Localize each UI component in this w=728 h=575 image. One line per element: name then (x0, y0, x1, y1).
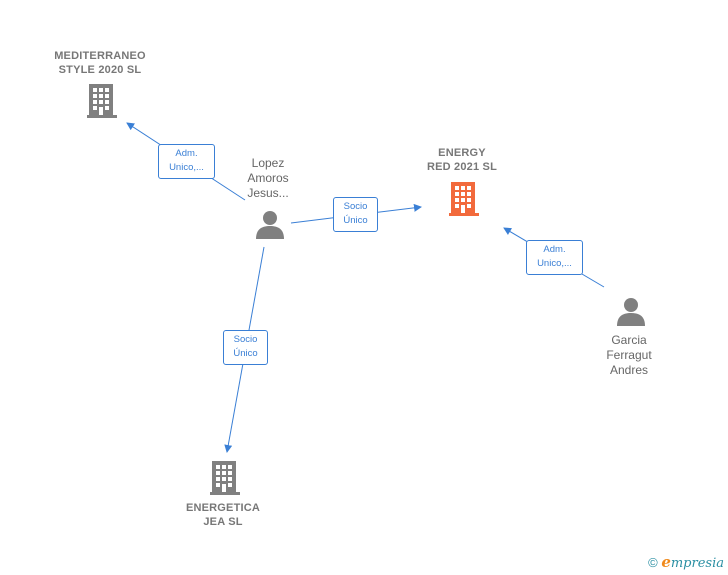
person-label-garcia[interactable]: Garcia Ferragut Andres (606, 333, 652, 377)
empresia-logo[interactable]: © empresia (648, 553, 724, 571)
building-icon[interactable] (210, 461, 240, 495)
person-icon[interactable] (617, 298, 645, 326)
company-label-mediterraneo[interactable]: MEDITERRANEO STYLE 2020 SL (54, 50, 146, 76)
edge-label-lopez-energy-red[interactable]: Socio Único (333, 197, 378, 232)
edge-label-lopez-mediterraneo[interactable]: Adm. Unico,... (158, 144, 215, 179)
edge-label-lopez-energetica[interactable]: Socio Único (223, 330, 268, 365)
building-icon[interactable] (449, 182, 479, 216)
building-icon[interactable] (87, 84, 117, 118)
company-label-energetica[interactable]: ENERGETICA JEA SL (185, 502, 261, 528)
copyright-icon: © (648, 555, 658, 570)
edge-label-garcia-energy-red[interactable]: Adm. Unico,... (526, 240, 583, 275)
person-label-lopez[interactable]: Lopez Amoros Jesus... (247, 156, 289, 200)
person-icon[interactable] (256, 211, 284, 239)
brand-name: empresia (661, 553, 724, 571)
company-label-energy-red[interactable]: ENERGY RED 2021 SL (426, 147, 498, 173)
